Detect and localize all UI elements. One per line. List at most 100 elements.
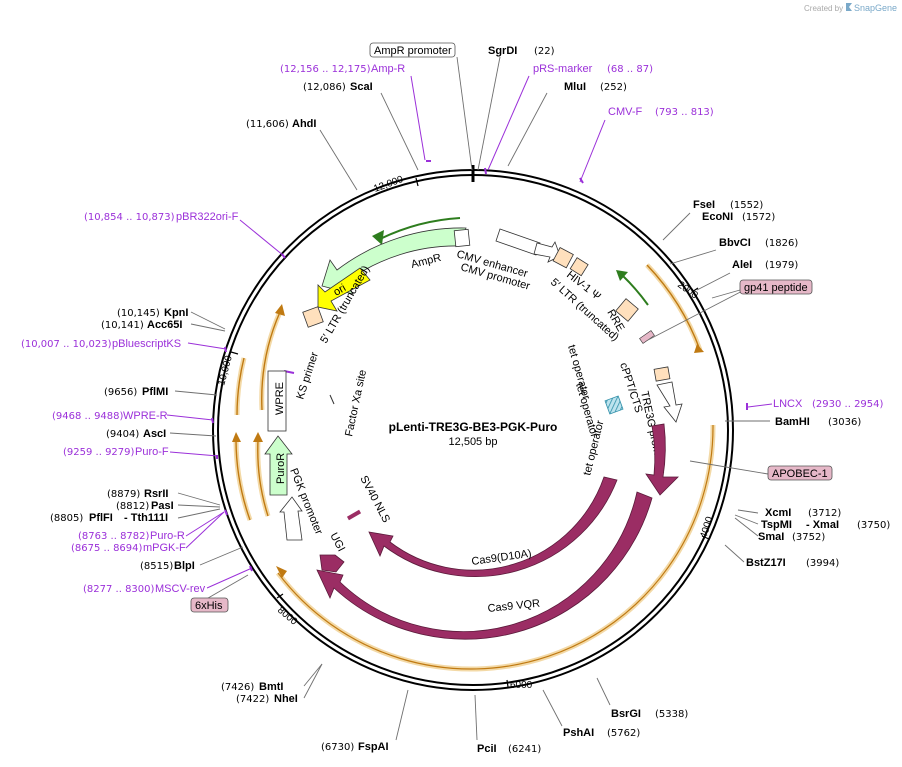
ori-feature[interactable] bbox=[317, 267, 371, 312]
svg-text:APOBEC-1: APOBEC-1 bbox=[772, 468, 828, 480]
site-blpi-name: BlpI bbox=[174, 560, 195, 572]
site-alei-name: AleI bbox=[732, 259, 752, 271]
cas9-d10a-feature[interactable] bbox=[368, 476, 618, 577]
cas9-vqr-feature[interactable] bbox=[316, 491, 653, 640]
primer-prs-marker-pos: (68 .. 87) bbox=[607, 64, 653, 75]
site-kpni-name: KpnI bbox=[164, 307, 188, 319]
ori-label: ori bbox=[332, 282, 349, 299]
sv40-nls-label: SV40 NLS bbox=[357, 474, 392, 525]
site-sgrdi-name: SgrDI bbox=[488, 45, 517, 57]
site-bsrgi-pos: (5338) bbox=[655, 709, 688, 720]
svg-text:gp41 peptide: gp41 peptide bbox=[744, 282, 808, 294]
puror-feature[interactable] bbox=[264, 435, 293, 496]
primer-lncx-pos: (2930 .. 2954) bbox=[812, 399, 884, 410]
ampr-green-arrowhead bbox=[372, 230, 384, 245]
site-econi-name: EcoNI bbox=[702, 211, 733, 223]
primer-cmv-f-pos: (793 .. 813) bbox=[655, 107, 714, 118]
ltr-left-feature[interactable] bbox=[302, 306, 324, 328]
wpre-feature[interactable] bbox=[267, 370, 287, 432]
site-bsrgi-name: BsrGI bbox=[611, 708, 641, 720]
site-bstz17i-name: BstZ17I bbox=[746, 557, 786, 569]
site-nhei-pos: (7422) bbox=[236, 694, 269, 705]
site-pshai-pos: (5762) bbox=[607, 728, 640, 739]
primer-mpgk-f-name: mPGK-F bbox=[143, 542, 186, 554]
site-pasi-name: PasI bbox=[151, 500, 174, 512]
ltr-right-box-2[interactable] bbox=[569, 257, 589, 277]
site-kpni-pos: (10,145) bbox=[117, 308, 160, 319]
primer-ampr-pos: (12,156 .. 12,175) bbox=[280, 64, 371, 75]
sv40-nls-feature[interactable] bbox=[346, 509, 362, 521]
site-bmti-pos: (7426) bbox=[221, 682, 254, 693]
site-asci-name: AscI bbox=[143, 428, 166, 440]
site-bamhi-pos: (3036) bbox=[828, 417, 861, 428]
ampr-promoter-feature[interactable] bbox=[453, 228, 471, 248]
site-xmai-pos: (3750) bbox=[857, 520, 890, 531]
factor-xa-label: Factor Xa site bbox=[343, 369, 369, 438]
primer-mpgk-f-pos: (8675 .. 8694) bbox=[71, 543, 143, 554]
ugi-feature[interactable] bbox=[319, 554, 345, 573]
site-smai-pos: (3752) bbox=[792, 532, 825, 543]
svg-text:AmpR promoter: AmpR promoter bbox=[374, 45, 452, 57]
site-scai-name: ScaI bbox=[350, 81, 373, 93]
site-pcii-name: PciI bbox=[477, 743, 497, 755]
boxed-label-6xhis: 6xHis bbox=[190, 597, 229, 613]
site-acc65i-name: Acc65I bbox=[147, 319, 182, 331]
ltr-right-box-1[interactable] bbox=[552, 246, 574, 269]
site-blpi-pos: (8515) bbox=[140, 561, 173, 572]
tick-label-6000: 6000 bbox=[510, 680, 533, 691]
tick-label-12000: 12,000 bbox=[372, 174, 405, 195]
gp41-feature[interactable] bbox=[639, 330, 655, 344]
site-pflfi-name: PflFI bbox=[89, 512, 113, 524]
primer-marks bbox=[211, 160, 748, 572]
site-tspmi-name: TspMI bbox=[761, 519, 792, 531]
credit-brand: SnapGene bbox=[854, 3, 897, 13]
tick-label-8000: 8000 bbox=[275, 605, 299, 628]
boxed-label-ampr-promoter: AmpR promoter bbox=[369, 42, 456, 58]
primer-leaders bbox=[166, 75, 773, 589]
site-bbvci-name: BbvCI bbox=[719, 237, 751, 249]
orf-arcs bbox=[232, 263, 716, 672]
site-xmai-name: - XmaI bbox=[806, 519, 839, 531]
site-mlui-name: MluI bbox=[564, 81, 586, 93]
svg-text:6xHis: 6xHis bbox=[195, 600, 223, 612]
site-fspai-name: FspAI bbox=[358, 741, 389, 753]
primer-puro-f-name: Puro-F bbox=[135, 446, 169, 458]
site-leaders bbox=[169, 56, 770, 741]
site-ahdi-pos: (11,606) bbox=[246, 119, 289, 130]
plasmid-length: 12,505 bp bbox=[449, 436, 498, 448]
primer-pbr322ori-f-pos: (10,854 .. 10,873) bbox=[84, 212, 175, 223]
primer-puro-f-pos: (9259 .. 9279) bbox=[63, 447, 135, 458]
snapgene-logo-icon bbox=[846, 3, 852, 11]
boxed-label-apobec: APOBEC-1 bbox=[767, 465, 833, 481]
site-pflmi-pos: (9656) bbox=[104, 387, 137, 398]
apobec-feature[interactable] bbox=[645, 423, 679, 496]
ugi-label: UGI bbox=[327, 531, 347, 554]
tet-operator-feature[interactable] bbox=[604, 395, 624, 415]
cppt-feature[interactable] bbox=[653, 366, 671, 382]
primer-pbr322ori-f-name: pBR322ori-F bbox=[176, 211, 239, 223]
primer-puro-r-pos: (8763 .. 8782) bbox=[78, 531, 150, 542]
cmv-enhancer-feature[interactable] bbox=[495, 228, 541, 256]
site-bmti-name: BmtI bbox=[259, 681, 283, 693]
pgk-promoter-feature[interactable] bbox=[279, 496, 303, 541]
site-scai-pos: (12,086) bbox=[303, 82, 346, 93]
site-labels: SgrDI (22) MluI (252) (12,086) ScaI (11,… bbox=[50, 45, 890, 755]
rre-green-arrowhead bbox=[616, 270, 628, 281]
site-rsrii-name: RsrII bbox=[144, 488, 168, 500]
primer-wpre-r-name: WPRE-R bbox=[123, 410, 168, 422]
tre3g-feature[interactable] bbox=[656, 381, 683, 423]
primer-mscv-rev-name: MSCV-rev bbox=[155, 583, 206, 595]
site-tth111i-name: - Tth111I bbox=[124, 512, 168, 524]
tick-marks bbox=[230, 177, 710, 688]
ampr-green-arc bbox=[377, 217, 461, 241]
ampr-feature[interactable] bbox=[321, 227, 467, 295]
rre-feature[interactable] bbox=[615, 298, 639, 322]
site-xcmi-name: XcmI bbox=[765, 507, 791, 519]
credit-text: Created by bbox=[804, 4, 843, 13]
ks-primer-label: KS primer bbox=[294, 350, 321, 401]
site-fspai-pos: (6730) bbox=[321, 742, 354, 753]
site-fsei-pos: (1552) bbox=[730, 200, 763, 211]
primer-labels: (12,156 .. 12,175) Amp-R pRS-marker (68 … bbox=[21, 63, 884, 595]
tick-label-10000: 10,000 bbox=[216, 354, 235, 387]
